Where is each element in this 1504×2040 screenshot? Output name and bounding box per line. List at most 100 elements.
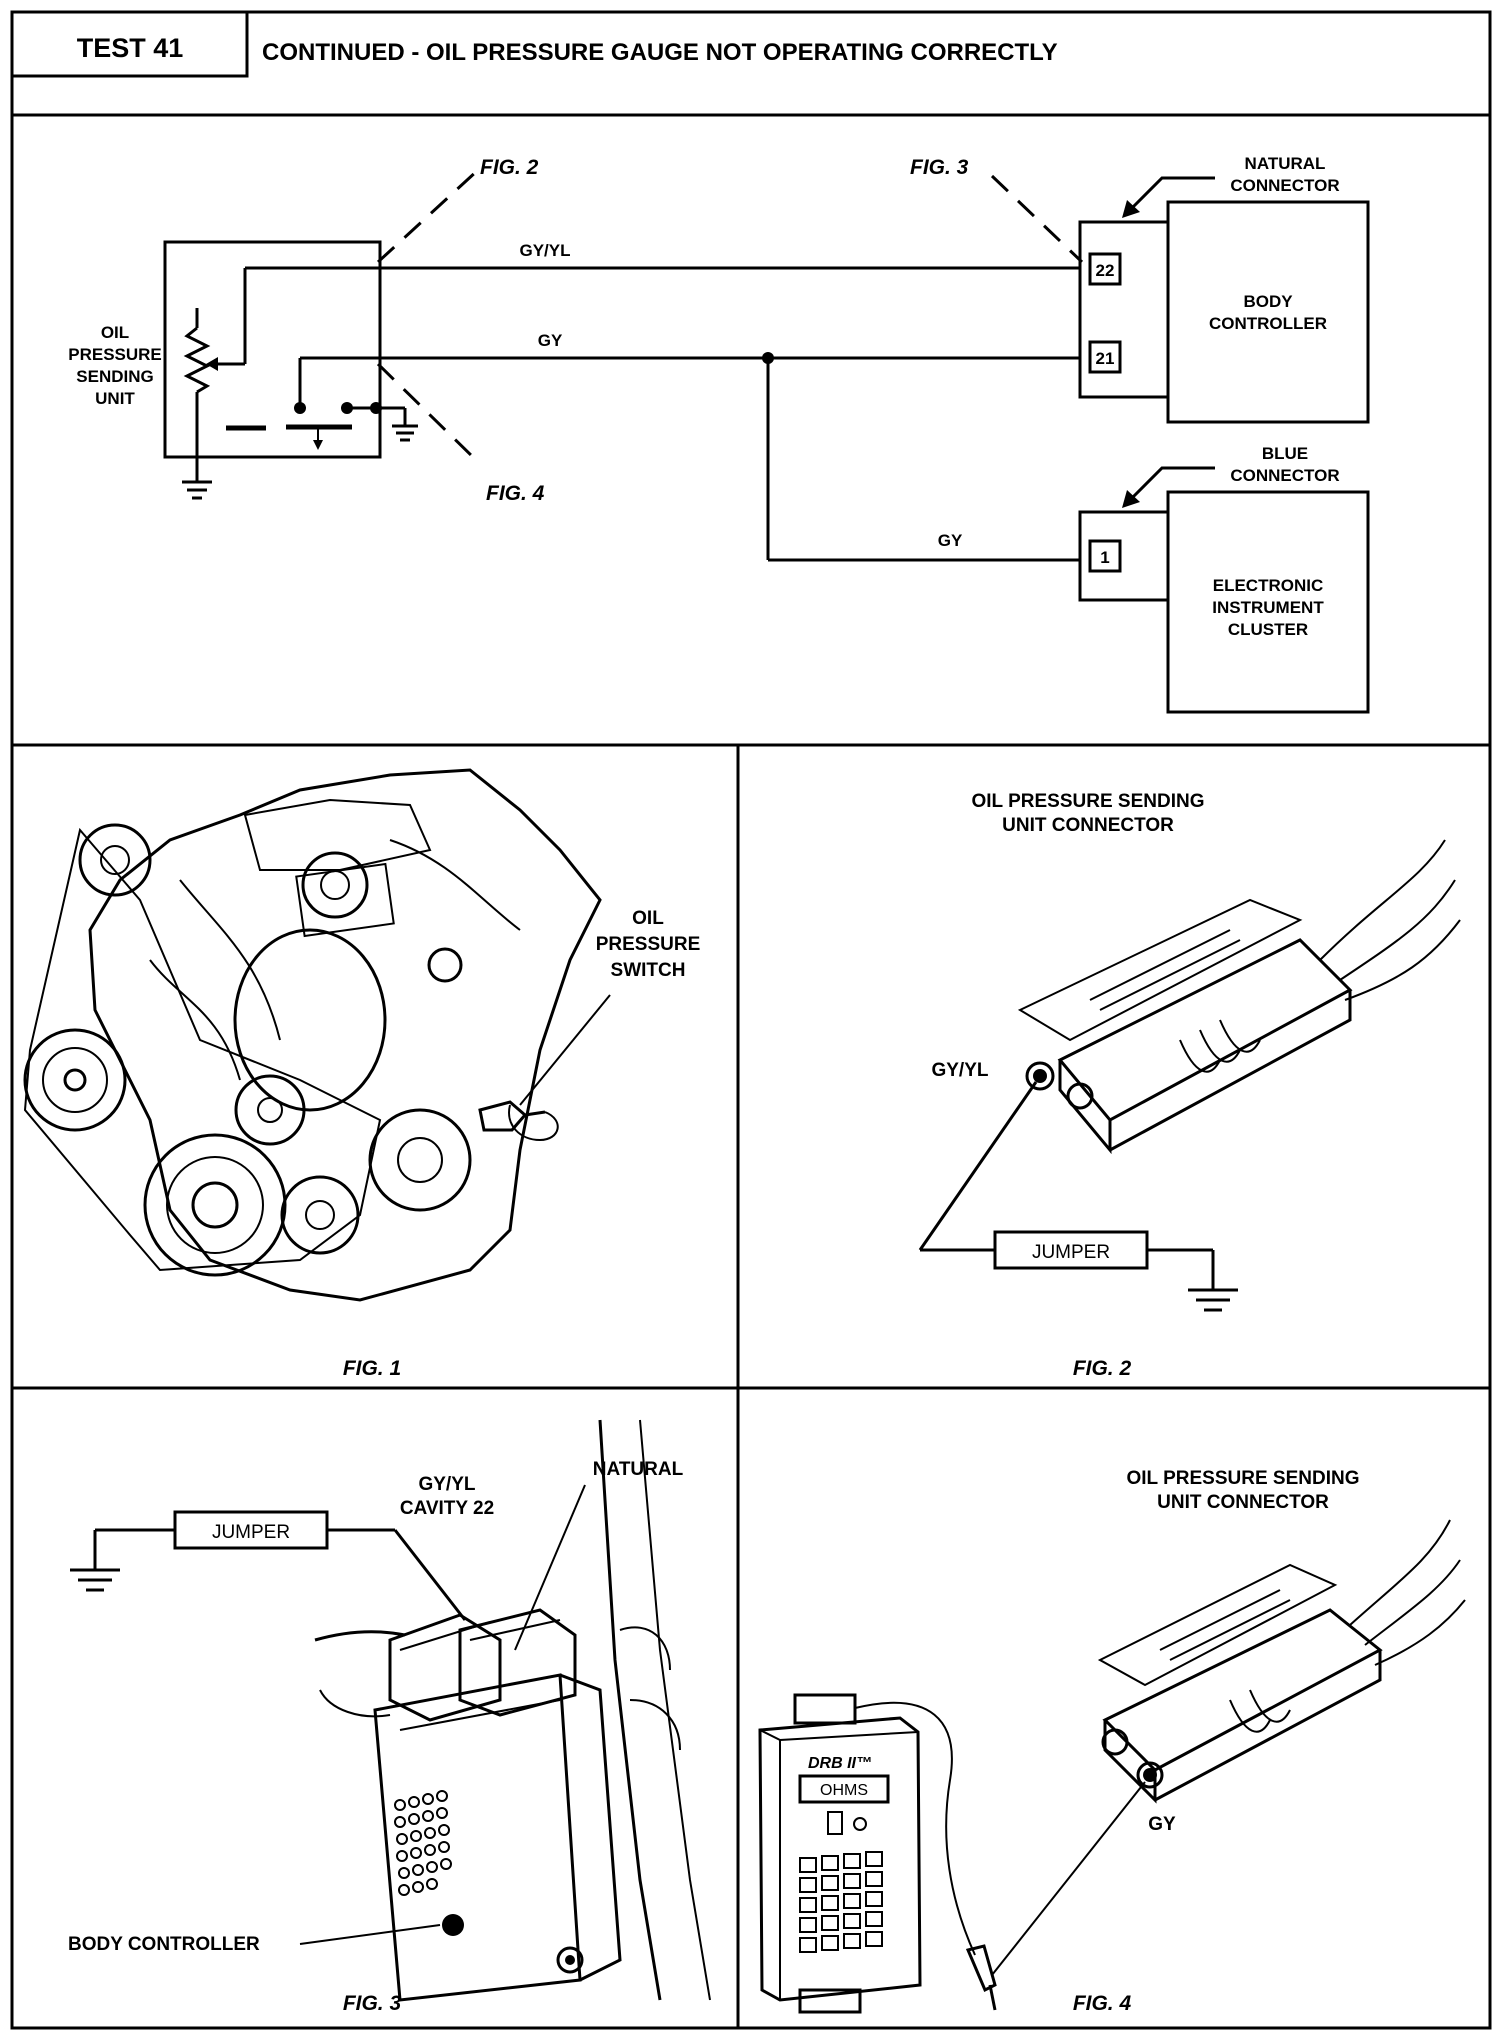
cluster-box xyxy=(1166,490,1370,714)
idler-pulley xyxy=(234,1074,306,1146)
fig4-probe xyxy=(965,1944,997,1993)
fig2-cavity-gyyl xyxy=(1025,1061,1055,1091)
fig4-meter-body xyxy=(758,1716,922,2002)
oil-pressure-switch xyxy=(478,1100,528,1132)
fig1-switch-label-3: SWITCH xyxy=(611,960,686,981)
fig4-caption: FIG. 4 xyxy=(1073,1992,1132,2015)
fig3-jumper-label: JUMPER xyxy=(212,1522,290,1543)
drive-belt xyxy=(23,827,382,1272)
fig2-jumper-wire xyxy=(918,1081,1038,1251)
fig2-connector-jumper: OIL PRESSURE SENDING UNIT CONNECTOR GY/Y… xyxy=(918,791,1461,1380)
fig3-connector-natural xyxy=(458,1608,577,1717)
pin-1: 1 xyxy=(1100,548,1109,567)
cluster-label-2: INSTRUMENT xyxy=(1212,598,1324,617)
body-controller-label-1: BODY xyxy=(1243,292,1293,311)
fig3-mount-dot xyxy=(442,1914,464,1936)
fig4-title-2: UNIT CONNECTOR xyxy=(1157,1492,1329,1513)
pin-22: 22 xyxy=(1096,261,1115,280)
wire-label-gy-cluster: GY xyxy=(938,531,963,550)
pin-21: 21 xyxy=(1096,349,1115,368)
ac-compressor xyxy=(368,1108,472,1212)
fig3-cavity-label-2: CAVITY 22 xyxy=(400,1498,494,1519)
callout-fig3: FIG. 3 xyxy=(910,156,969,179)
fig3-jumper-wire xyxy=(393,1529,467,1621)
cluster-label-1: ELECTRONIC xyxy=(1213,576,1324,595)
blue-connector xyxy=(1078,510,1170,602)
fig4-probe-leader xyxy=(991,1781,1146,1976)
distributor xyxy=(301,851,369,919)
blue-pointer xyxy=(1128,466,1215,502)
sending-unit-label-1: OIL xyxy=(101,323,129,342)
fig3-body-controller: JUMPER GY/YL CAVITY 22 NATURAL xyxy=(68,1419,711,2015)
fig4-title-1: OIL PRESSURE SENDING xyxy=(1127,1468,1360,1489)
blue-connector-label-2: CONNECTOR xyxy=(1230,466,1339,485)
natural-connector-label-2: CONNECTOR xyxy=(1230,176,1339,195)
fig4-lock-tab xyxy=(1097,1563,1338,1687)
fig4-cavity-gy xyxy=(1136,1761,1164,1789)
pulley-left xyxy=(23,1028,127,1132)
fig4-keypad xyxy=(799,1851,883,1953)
timing-cover xyxy=(233,928,387,1112)
fig2-caption: FIG. 2 xyxy=(1073,1357,1132,1380)
callout-line-fig2 xyxy=(376,168,480,264)
page-header: TEST 41 CONTINUED - OIL PRESSURE GAUGE N… xyxy=(10,10,1058,78)
wire-label-gy: GY xyxy=(538,331,563,350)
fig2-title-1: OIL PRESSURE SENDING xyxy=(972,791,1205,812)
pin-21-box xyxy=(1088,340,1122,374)
fig3-pillar xyxy=(598,1419,662,2001)
body-controller-box xyxy=(1166,200,1370,424)
fig2-jumper-label: JUMPER xyxy=(1032,1242,1110,1263)
fig3-body-controller-label: BODY CONTROLLER xyxy=(68,1934,260,1955)
fig4-meter-bottom-plug xyxy=(798,1988,862,2014)
wire-label-gyyl: GY/YL xyxy=(519,241,570,260)
fig3-natural-label: NATURAL xyxy=(593,1459,684,1480)
wiper-arrow xyxy=(206,357,218,371)
fig3-body-controller-leader xyxy=(299,1924,441,1945)
page-title: CONTINUED - OIL PRESSURE GAUGE NOT OPERA… xyxy=(262,39,1058,66)
sending-unit-label-3: SENDING xyxy=(76,367,153,386)
fig3-vent-holes xyxy=(394,1790,452,1896)
fig1-engine-illustration: OIL PRESSURE SWITCH FIG. 1 xyxy=(23,768,701,1380)
fig3-cavity-label-1: GY/YL xyxy=(418,1474,475,1495)
engine-block xyxy=(88,768,602,1302)
body-controller-label-2: CONTROLLER xyxy=(1209,314,1327,333)
fig2-title-2: UNIT CONNECTOR xyxy=(1002,815,1174,836)
fig4-meter-plug xyxy=(793,1693,857,1725)
fig4-test-lead xyxy=(854,1701,976,1956)
fig1-switch-label-2: PRESSURE xyxy=(596,934,701,955)
callout-line-fig3 xyxy=(990,174,1084,264)
fig4-meter-display xyxy=(798,1774,890,1804)
fig3-natural-leader xyxy=(514,1484,586,1651)
cluster-label-3: CLUSTER xyxy=(1228,620,1308,639)
crank-pulley xyxy=(143,1133,287,1277)
page-frame xyxy=(10,10,1492,2030)
blue-connector-label-1: BLUE xyxy=(1262,444,1308,463)
callout-fig2: FIG. 2 xyxy=(480,156,539,179)
natural-connector-label-1: NATURAL xyxy=(1245,154,1326,173)
sending-unit-label-2: PRESSURE xyxy=(68,345,162,364)
fig4-meter-display-text: OHMS xyxy=(820,1782,868,1799)
fig1-switch-label-1: OIL xyxy=(632,908,664,929)
test-number: TEST 41 xyxy=(77,33,184,63)
fig1-caption: FIG. 1 xyxy=(343,1357,401,1380)
fig4-cavity-other xyxy=(1101,1728,1129,1756)
sending-unit-label-4: UNIT xyxy=(95,389,135,408)
fig3-bolt xyxy=(556,1946,584,1974)
resistor-symbol xyxy=(183,326,211,394)
filler-cap xyxy=(427,947,463,983)
fig3-connector-left xyxy=(388,1613,502,1722)
natural-pointer xyxy=(1128,176,1215,212)
fig3-caption: FIG. 3 xyxy=(343,1992,402,2015)
callout-fig4: FIG. 4 xyxy=(486,482,545,505)
callout-line-fig4 xyxy=(376,362,480,464)
wiring-schematic: OIL PRESSURE SENDING UNIT GY/YL GY GY FI… xyxy=(68,154,1370,714)
switch-leader xyxy=(519,994,611,1106)
fig4-meter-test: OIL PRESSURE SENDING UNIT CONNECTOR DRB … xyxy=(758,1468,1466,2015)
fig4-meter-brand: DRB II™ xyxy=(808,1755,872,1772)
pin-1-box xyxy=(1088,539,1122,573)
sending-unit-box xyxy=(163,240,382,459)
water-pump-pulley xyxy=(280,1175,360,1255)
fig4-wire-label: GY xyxy=(1148,1814,1176,1835)
fig2-connector-body xyxy=(1057,938,1353,1122)
